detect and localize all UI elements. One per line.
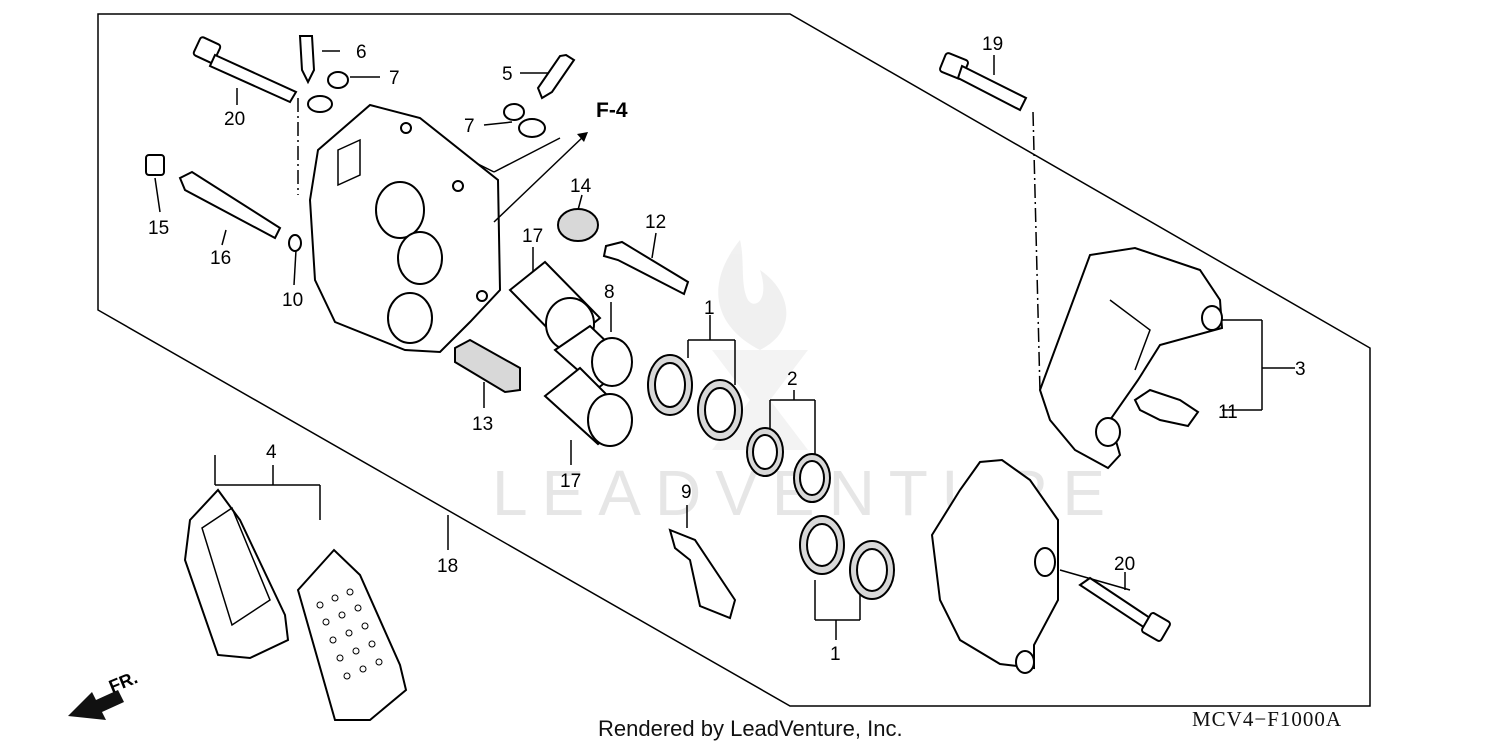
seal-2 bbox=[746, 427, 831, 503]
callout-20-upper: 20 bbox=[224, 109, 245, 130]
front-direction-label: FR. bbox=[106, 667, 140, 696]
diagram-code: MCV4−F1000A bbox=[1192, 707, 1343, 731]
callout-13: 13 bbox=[472, 414, 493, 435]
pin-12 bbox=[602, 240, 690, 296]
callout-9: 9 bbox=[681, 482, 692, 503]
caliper-assembly-outline bbox=[97, 13, 1371, 707]
callout-7-upper: 7 bbox=[389, 68, 400, 89]
callout-15: 15 bbox=[148, 218, 169, 239]
bolt-19 bbox=[939, 52, 1028, 112]
callout-1-lower: 1 bbox=[830, 644, 841, 665]
caliper-bracket-3 bbox=[1038, 246, 1224, 470]
callout-4: 4 bbox=[266, 442, 277, 463]
bolt-20-upper bbox=[192, 36, 298, 104]
pin-bolt-16 bbox=[178, 170, 282, 240]
callout-7-lower: 7 bbox=[464, 116, 475, 137]
callout-6: 6 bbox=[356, 42, 367, 63]
callout-16: 16 bbox=[210, 248, 231, 269]
cap-7-lower bbox=[503, 103, 546, 138]
callout-17-upper: 17 bbox=[522, 226, 543, 247]
callout-labels: 20 6 7 5 7 14 12 15 16 10 17 8 1 2 3 11 … bbox=[148, 34, 1306, 665]
plug-14 bbox=[557, 208, 599, 242]
bleeder-5 bbox=[536, 53, 576, 100]
callout-14: 14 bbox=[570, 176, 592, 197]
callout-20-lower: 20 bbox=[1114, 554, 1135, 575]
brake-pad-4 bbox=[183, 488, 408, 721]
seal-1-lower bbox=[799, 515, 895, 600]
callout-2: 2 bbox=[787, 369, 798, 390]
bleeder-screw-6 bbox=[298, 35, 316, 85]
caliper-body bbox=[308, 103, 502, 354]
callout-17-lower: 17 bbox=[560, 471, 581, 492]
pad-spring-9 bbox=[668, 528, 737, 620]
bolt-20-lower bbox=[1078, 576, 1171, 642]
callout-11: 11 bbox=[1218, 402, 1238, 423]
render-credit: Rendered by LeadVenture, Inc. bbox=[598, 716, 903, 741]
callout-10: 10 bbox=[282, 290, 303, 311]
reference-f4-label: F-4 bbox=[596, 99, 628, 122]
cap-7-upper bbox=[307, 71, 349, 113]
callout-3: 3 bbox=[1295, 359, 1306, 380]
caliper-outer-half bbox=[930, 458, 1059, 674]
bolt-13 bbox=[454, 338, 521, 394]
piston-17-lower bbox=[543, 366, 633, 447]
reference-arrow bbox=[493, 132, 588, 223]
washer-10 bbox=[288, 234, 302, 252]
callout-8: 8 bbox=[604, 282, 615, 303]
callout-5: 5 bbox=[502, 64, 513, 85]
nut-15 bbox=[145, 154, 165, 176]
callout-1-upper: 1 bbox=[704, 298, 715, 319]
retainer-11 bbox=[1133, 388, 1200, 428]
seal-1-upper bbox=[647, 354, 743, 441]
callout-19: 19 bbox=[982, 34, 1003, 55]
front-direction-arrow bbox=[68, 690, 124, 720]
callout-18: 18 bbox=[437, 556, 458, 577]
piston-8 bbox=[553, 324, 633, 390]
callout-12: 12 bbox=[645, 212, 666, 233]
